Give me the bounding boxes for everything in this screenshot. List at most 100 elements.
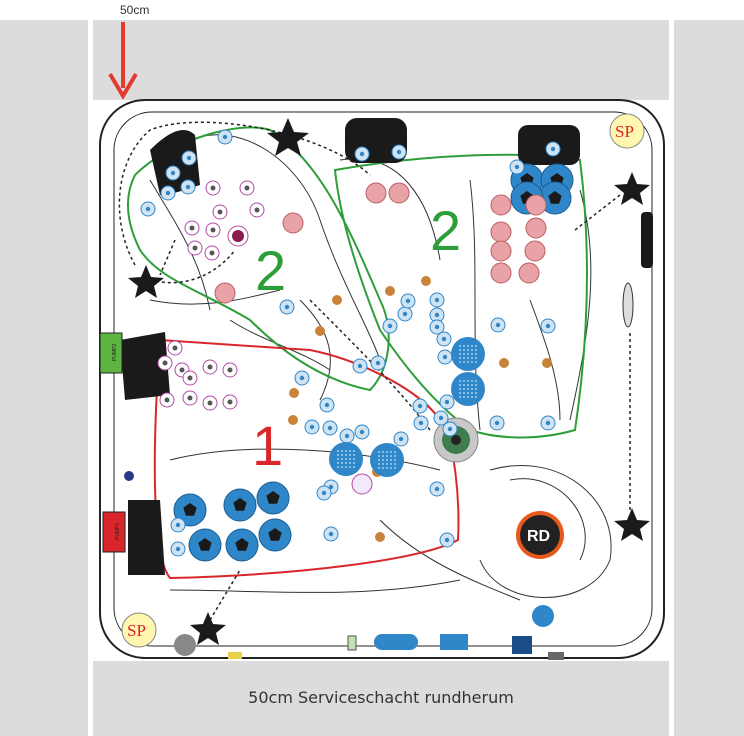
- massage-dot: [542, 358, 552, 368]
- pink-ring-core: [217, 209, 223, 215]
- bubble-hole: [459, 353, 461, 355]
- bubble-hole: [378, 455, 380, 457]
- bubble-hole: [386, 455, 388, 457]
- bubble-hole: [463, 357, 465, 359]
- bubble-hole: [459, 392, 461, 394]
- bubble-hole: [386, 467, 388, 469]
- small-jet-core: [328, 531, 334, 537]
- bubble-hole: [463, 396, 465, 398]
- bubble-hole: [459, 388, 461, 390]
- bubble-hole: [337, 462, 339, 464]
- bubble-hole: [463, 380, 465, 382]
- small-jet-core: [359, 151, 365, 157]
- small-jet-core: [321, 490, 327, 496]
- bubble-hole: [471, 384, 473, 386]
- skimmer-icon: SP SP: [121, 113, 645, 648]
- bubble-hole: [353, 462, 355, 464]
- bubble-hole: [337, 466, 339, 468]
- small-jet-core: [434, 297, 440, 303]
- star-control-icon[interactable]: [128, 118, 650, 645]
- zone-2-right-number: 2: [430, 199, 461, 262]
- bubble-hole: [463, 345, 465, 347]
- bubble-hole: [459, 357, 461, 359]
- bubble-hole: [378, 451, 380, 453]
- bubble-hole: [386, 451, 388, 453]
- bubble-hole: [390, 451, 392, 453]
- massage-dot: [375, 532, 385, 542]
- bubble-hole: [341, 458, 343, 460]
- pentagon-jet-core: [198, 538, 212, 551]
- bubble-hole: [382, 459, 384, 461]
- pink-ring-core: [227, 399, 233, 405]
- indicator-dot: [124, 471, 134, 481]
- pink-jet: [490, 262, 512, 284]
- bubble-hole: [467, 392, 469, 394]
- pink-ring-core: [207, 364, 213, 370]
- bubble-hole: [390, 459, 392, 461]
- pink-ring-core: [189, 225, 195, 231]
- pink-ring-core: [227, 367, 233, 373]
- bubble-hole: [475, 361, 477, 363]
- small-jet-core: [175, 546, 181, 552]
- arrow-down-icon: [108, 22, 138, 100]
- bubble-hole: [467, 361, 469, 363]
- bubble-hole: [475, 384, 477, 386]
- pump1-label: PUMP1: [115, 523, 121, 540]
- small-jet-core: [396, 149, 402, 155]
- pink-jet: [490, 221, 512, 243]
- massage-dot: [332, 295, 342, 305]
- multi-light: [351, 473, 373, 495]
- pentagon-jet-core: [268, 528, 282, 541]
- bubble-hole: [471, 396, 473, 398]
- pink-jet: [518, 262, 540, 284]
- pink-ring-core: [254, 207, 260, 213]
- small-jet-core: [398, 436, 404, 442]
- bubble-hole: [459, 349, 461, 351]
- small-jet-core: [185, 184, 191, 190]
- bubble-hole: [341, 450, 343, 452]
- small-jet-core: [444, 537, 450, 543]
- pink-ring-core: [244, 185, 250, 191]
- small-jet-core: [447, 426, 453, 432]
- bubble-hole: [475, 345, 477, 347]
- bubble-hole: [467, 345, 469, 347]
- service-band-left: [0, 20, 88, 736]
- zone-1-number: 1: [252, 414, 283, 477]
- bubble-hole: [337, 450, 339, 452]
- pink-jet: [524, 240, 546, 262]
- bubble-hole: [467, 349, 469, 351]
- bubble-hole: [349, 454, 351, 456]
- bubble-hole: [349, 466, 351, 468]
- bubble-hole: [378, 459, 380, 461]
- bubble-hole: [349, 458, 351, 460]
- pink-jet: [214, 282, 236, 304]
- bubble-hole: [345, 466, 347, 468]
- massage-dot: [315, 326, 325, 336]
- bubble-hole: [382, 463, 384, 465]
- bubble-hole: [390, 467, 392, 469]
- bubble-hole: [337, 454, 339, 456]
- bubble-hole: [463, 392, 465, 394]
- bubble-hole: [463, 349, 465, 351]
- top-dimension-label: 50cm: [120, 3, 150, 17]
- bubble-hole: [349, 462, 351, 464]
- bubble-hole: [341, 454, 343, 456]
- small-jet-core: [405, 298, 411, 304]
- bubble-hole: [349, 450, 351, 452]
- skimmer-label-bottom: SP: [127, 621, 146, 640]
- small-jet-core: [165, 190, 171, 196]
- bubble-hole: [471, 388, 473, 390]
- bubble-hole: [382, 467, 384, 469]
- small-jet-core: [550, 146, 556, 152]
- zone-2-left-outline: [127, 126, 390, 392]
- small-jet-core: [175, 522, 181, 528]
- bubble-hole: [390, 455, 392, 457]
- pink-jet: [490, 194, 512, 216]
- bubble-hole: [467, 353, 469, 355]
- bubble-hole: [353, 454, 355, 456]
- bubble-hole: [345, 462, 347, 464]
- pink-ring-core: [172, 345, 178, 351]
- bubble-hole: [345, 450, 347, 452]
- small-jet-core: [444, 399, 450, 405]
